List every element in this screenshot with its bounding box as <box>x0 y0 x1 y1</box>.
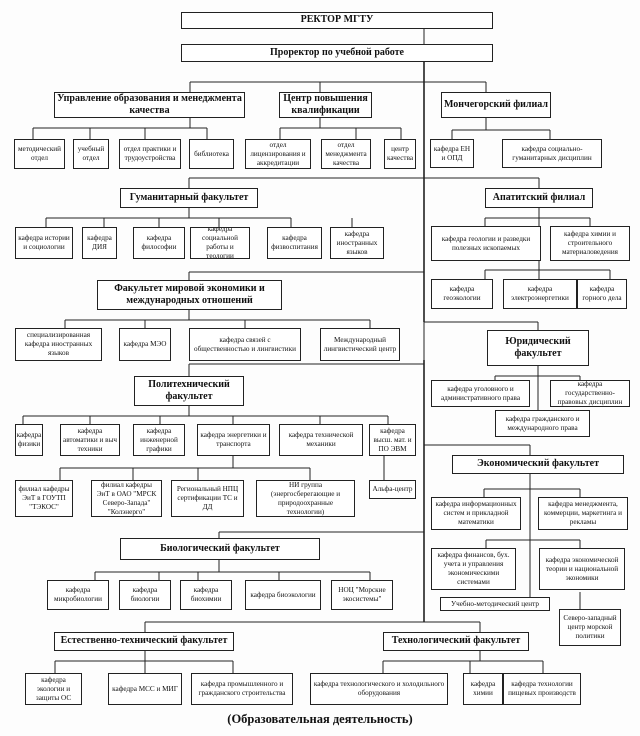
tech-faculty-box: Технологический факультет <box>383 632 529 651</box>
estech-unit: кафедра экологии и защиты ОС <box>25 673 82 705</box>
upravlenie-unit: отдел практики и трудоустройства <box>119 139 181 169</box>
bio-unit: кафедра биоэкологии <box>245 580 321 610</box>
diagram-caption: (Образовательная деятельность) <box>227 712 413 726</box>
poly-sub-unit: Альфа-центр <box>369 480 416 499</box>
econ-unit: кафедра информационных систем и прикладн… <box>431 497 521 530</box>
bio-unit: кафедра биологии <box>119 580 171 610</box>
econ-unit: Учебно-методический центр <box>440 597 550 611</box>
poly-unit: кафедра высш. мат. и ПО ЭВМ <box>369 424 416 456</box>
tech-unit: кафедра технологии пищевых производств <box>503 673 581 705</box>
upravlenie-unit: учебный отдел <box>73 139 109 169</box>
fmeimo-unit: кафедра связей с общественностью и лингв… <box>189 328 301 361</box>
gum-faculty-box: Гуманитарный факультет <box>120 188 258 208</box>
poly-unit: кафедра физики <box>15 424 43 456</box>
yur-unit: кафедра гражданского и международного пр… <box>495 410 590 437</box>
econ-faculty-box: Экономический факультет <box>452 455 624 474</box>
estech-unit: кафедра МСС и МИГ <box>108 673 182 705</box>
yur-unit: кафедра уголовного и административного п… <box>431 380 530 407</box>
tech-unit: кафедра технологического и холодильного … <box>310 673 448 705</box>
centr-pk-box: Центр повышения квалификации <box>279 92 372 118</box>
apatity-unit: кафедра геоэкологии <box>431 279 493 309</box>
upravlenie-unit: библиотека <box>189 139 234 169</box>
gum-unit: кафедра ДИЯ <box>82 227 117 259</box>
econ-unit: кафедра экономической теории и националь… <box>539 548 625 590</box>
poly-sub-unit: филиал кафедры ЭиТ в ОАО "МРСК Северо-За… <box>91 480 162 517</box>
centr-pk-unit: отдел менеджмента качества <box>321 139 371 169</box>
poly-sub-unit: филиал кафедры ЭиТ в ГОУТП "ТЭКОС" <box>15 480 73 517</box>
econ-unit: кафедра финансов, бух. учета и управлени… <box>431 548 516 590</box>
poly-faculty-box: Политехнический факультет <box>134 376 244 406</box>
rector-box: РЕКТОР МГТУ <box>181 12 493 29</box>
poly-unit: кафедра технической механики <box>279 424 363 456</box>
poly-unit: кафедра автоматики и выч техники <box>60 424 120 456</box>
poly-unit: кафедра энергетики и транспорта <box>197 424 270 456</box>
econ-unit: кафедра менеджмента, коммерции, маркетин… <box>538 497 628 530</box>
centr-pk-unit: центр качества <box>384 139 416 169</box>
poly-sub-unit: НИ группа (энергосберегающие и природоох… <box>256 480 355 517</box>
gum-unit: кафедра физвоспитания <box>267 227 322 259</box>
monchegorsk-box: Мончегорский филиал <box>441 92 551 118</box>
upravlenie-box: Управление образования и менеджмента кач… <box>54 92 245 118</box>
upravlenie-unit: методический отдел <box>14 139 65 169</box>
yur-faculty-box: Юридический факультет <box>487 330 589 366</box>
bio-unit: НОЦ "Морские экосистемы" <box>331 580 393 610</box>
apatity-unit: кафедра электроэнергетики <box>503 279 577 309</box>
yur-unit: кафедра государственно-правовых дисципли… <box>550 380 630 407</box>
fmeimo-unit: Международный лингвистический центр <box>320 328 400 361</box>
apatity-unit: кафедра химии и строительного материалов… <box>550 226 630 261</box>
apatity-box: Апатитский филиал <box>485 188 593 208</box>
centr-pk-unit: отдел лицензирования и аккредитации <box>245 139 311 169</box>
gum-unit: кафедра социальной работы и теологии <box>190 227 250 259</box>
monchegorsk-unit: кафедра социально-гуманитарных дисциплин <box>502 139 602 168</box>
econ-unit: Северо-западный центр морской политики <box>559 609 621 646</box>
bio-unit: кафедра микробиологии <box>47 580 109 610</box>
estech-faculty-box: Естественно-технический факультет <box>54 632 234 651</box>
poly-sub-unit: Региональный НПЦ сертификации ТС и ДД <box>171 480 244 517</box>
fmeimo-faculty-box: Факультет мировой экономики и международ… <box>97 280 282 310</box>
monchegorsk-unit: кафедра ЕН и ОПД <box>430 139 474 168</box>
apatity-unit: кафедра геологии и разведки полезных иск… <box>431 226 541 261</box>
bio-faculty-box: Биологический факультет <box>120 538 320 560</box>
fmeimo-unit: кафедра МЭО <box>119 328 171 361</box>
gum-unit: кафедра иностранных языков <box>330 227 384 259</box>
tech-unit: кафедра химии <box>463 673 503 705</box>
gum-unit: кафедра философии <box>133 227 185 259</box>
estech-unit: кафедра промышленного и гражданского стр… <box>191 673 293 705</box>
bio-unit: кафедра биохимии <box>180 580 232 610</box>
gum-unit: кафедра истории и социологии <box>15 227 73 259</box>
poly-unit: кафедра инженерной графики <box>133 424 185 456</box>
prorector-box: Проректор по учебной работе <box>181 44 493 62</box>
apatity-unit: кафедра горного дела <box>577 279 627 309</box>
fmeimo-unit: специализированная кафедра иностранных я… <box>15 328 102 361</box>
